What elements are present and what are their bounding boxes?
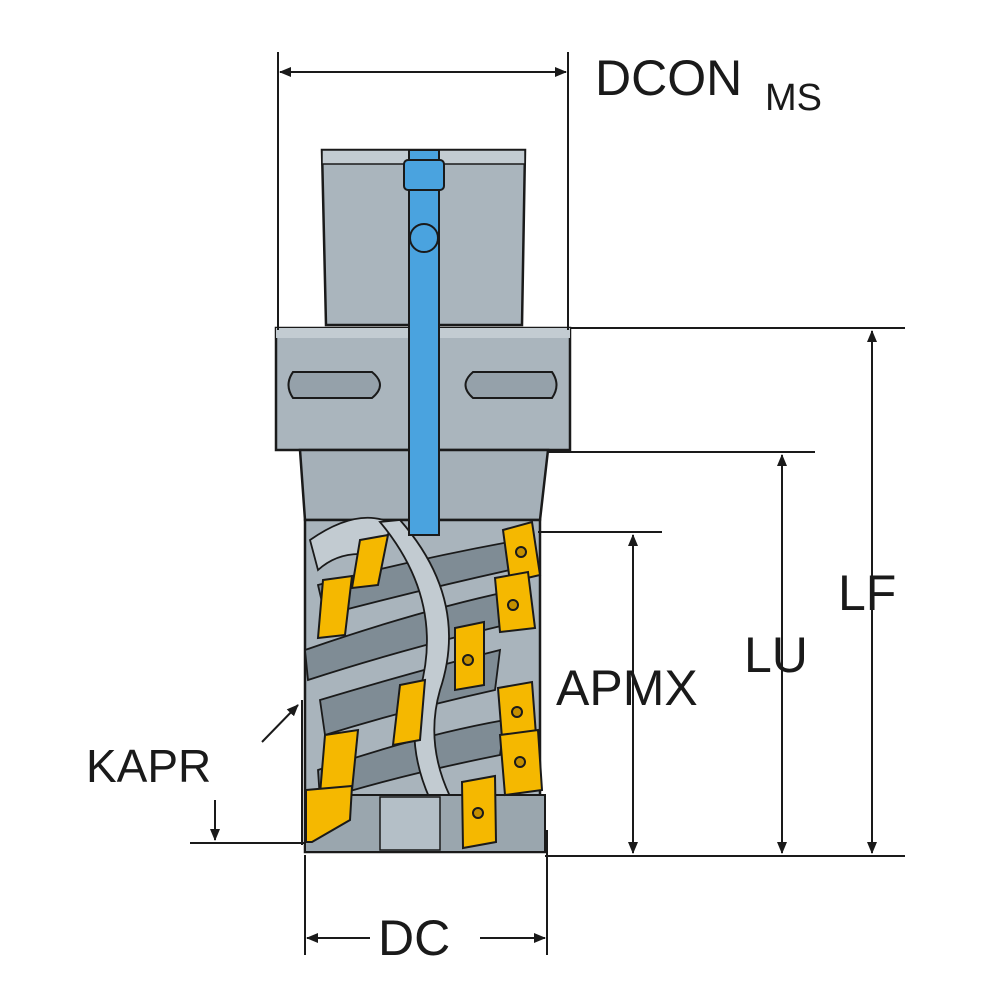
apmx-label: APMX: [556, 660, 698, 716]
dc-label: DC: [378, 910, 450, 966]
insert: [391, 678, 427, 747]
coolant-channel: [403, 149, 445, 536]
lu-label: LU: [744, 627, 808, 683]
dcon-subscript: MS: [765, 77, 822, 119]
drive-slot-left: [287, 371, 381, 399]
kapr-label: KAPR: [86, 740, 211, 792]
lf-label: LF: [838, 565, 896, 621]
kapr-arrow: [261, 704, 299, 743]
insert: [305, 784, 354, 843]
insert: [316, 574, 354, 640]
cutting-inserts: [305, 520, 544, 850]
dimension-lines: [190, 52, 905, 955]
dcon-label: DCON: [595, 50, 742, 106]
drive-slot-right: [464, 371, 558, 399]
insert: [318, 728, 360, 796]
insert: [350, 533, 390, 590]
